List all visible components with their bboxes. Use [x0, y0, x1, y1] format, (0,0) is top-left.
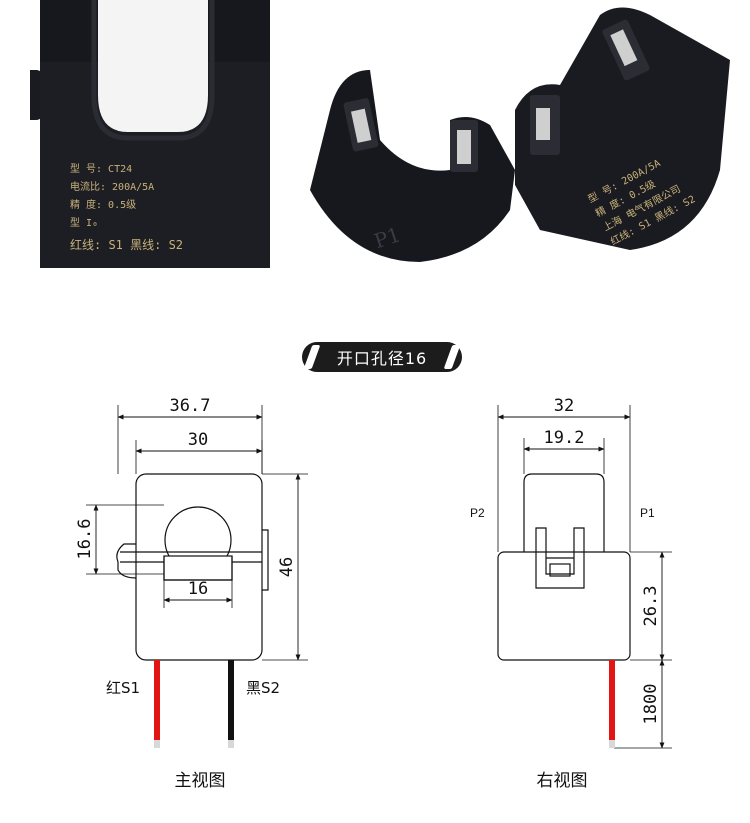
black-lead-label: 黑S2	[246, 679, 280, 697]
dim-hole-height: 16.6	[75, 519, 95, 560]
svg-text:电流比: 200A/5A: 电流比: 200A/5A	[70, 180, 154, 193]
red-wire-side-tip	[609, 740, 615, 748]
product-photo-front: 型 号: CT24 电流比: 200A/5A 精 度: 0.5级 型 I₀ 红线…	[30, 0, 275, 268]
dim-hole-width: 16	[188, 579, 208, 599]
opening-diameter-badge: 开口孔径16	[302, 342, 462, 372]
side-upper-jaw	[523, 473, 605, 552]
dim-overall-width: 36.7	[170, 396, 211, 416]
front-view-caption: 主视图	[175, 771, 226, 791]
svg-text:精 度: 0.5级: 精 度: 0.5级	[70, 198, 136, 211]
dim-lead-length: 1800	[641, 684, 661, 725]
front-label-text: 型 号: CT24 电流比: 200A/5A 精 度: 0.5级 型 I₀ 红线…	[70, 162, 183, 252]
product-photo-open: P1 型 号: 200A/5A 精 度: 0.5级 上海 电气有限公司 红线: …	[300, 0, 740, 268]
red-wire-front	[154, 660, 160, 740]
p1-label: P1	[640, 506, 655, 520]
dim-lower-height: 26.3	[641, 586, 661, 627]
front-clip-left	[116, 543, 137, 579]
svg-text:型 I₀: 型 I₀	[70, 216, 98, 229]
side-view-caption: 右视图	[537, 771, 588, 791]
svg-text:红线: S1 黑线: S2: 红线: S1 黑线: S2	[70, 237, 183, 252]
dim-height: 46	[277, 557, 297, 577]
front-body-outline	[135, 473, 263, 661]
p2-label: P2	[470, 506, 485, 520]
red-lead-label: 红S1	[106, 679, 140, 697]
badge-text: 开口孔径16	[336, 349, 428, 368]
black-wire-tip	[228, 740, 234, 748]
black-wire-front	[228, 660, 234, 740]
dim-body-width: 30	[188, 430, 208, 450]
side-body-outline	[497, 551, 631, 661]
red-wire-tip	[154, 740, 160, 748]
dim-top-width: 19.2	[544, 428, 585, 448]
red-wire-side	[609, 660, 615, 740]
dimension-drawing: 36.7 30 16.6 16 46 红S1 黑S2 主视图 32 19.2 P…	[75, 396, 672, 791]
svg-text:型 号: CT24: 型 号: CT24	[70, 162, 132, 175]
side-latch	[535, 527, 585, 589]
front-view	[86, 405, 308, 661]
dim-side-width: 32	[554, 396, 574, 416]
side-view	[497, 405, 672, 749]
